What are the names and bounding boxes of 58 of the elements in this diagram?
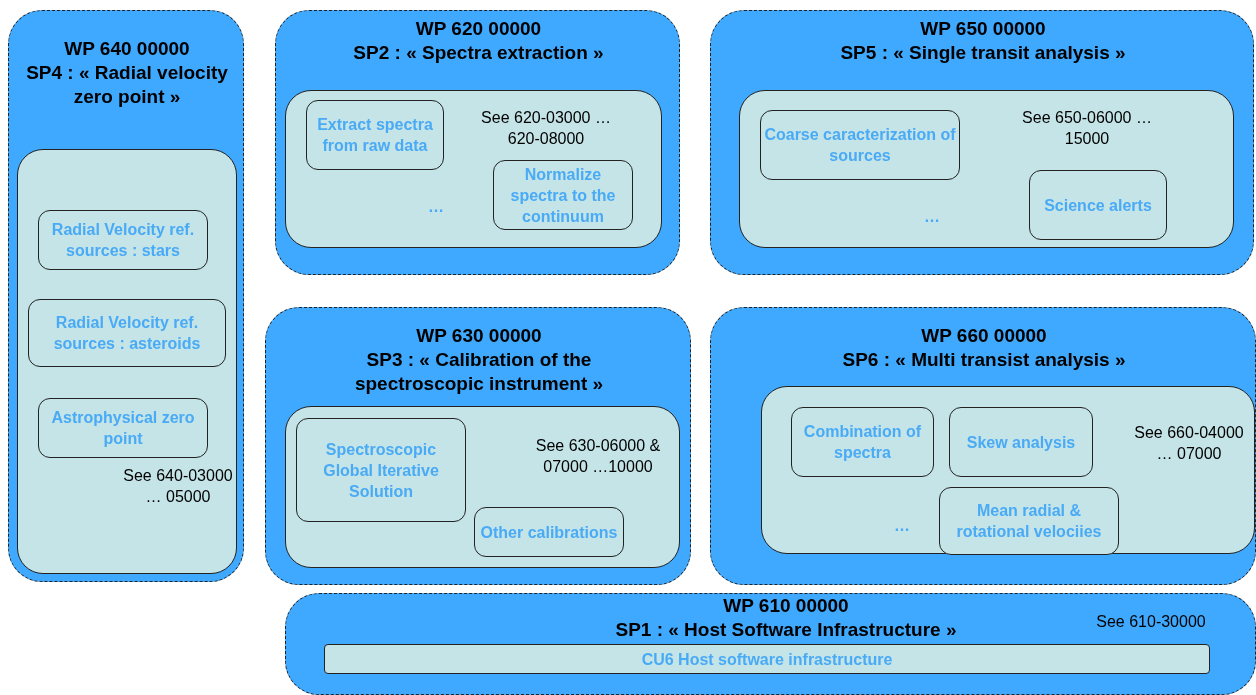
task-box	[296, 418, 466, 522]
reference-note: See 640-03000 … 05000	[123, 466, 233, 507]
task-label: Radial Velocity ref. sources : asteroids	[52, 313, 202, 354]
heading-text: SP3 : « Calibration of the spectroscopic instrument »	[353, 348, 605, 396]
task-panel	[739, 90, 1234, 248]
heading-text: WP 620 00000	[414, 17, 543, 41]
reference-note: See 630-06000 & 07000 …10000	[534, 436, 662, 477]
task-label: Radial Velocity ref. sources : stars	[50, 220, 196, 261]
task-label: Science alerts	[1043, 195, 1153, 216]
heading-text: SP1 : « Host Software Infrastructure »	[614, 618, 958, 642]
task-box	[791, 407, 934, 477]
heading-text: WP 610 00000	[722, 594, 850, 618]
heading-text: WP 650 00000	[919, 17, 1047, 41]
heading-text: SP6 : « Multi transist analysis »	[841, 348, 1127, 372]
heading-text: SP2 : « Spectra extraction »	[352, 41, 605, 65]
work-package-box	[710, 307, 1256, 585]
reference-note: See 660-04000 … 07000	[1134, 423, 1244, 464]
work-package-box	[265, 307, 691, 585]
task-panel	[761, 386, 1255, 554]
heading-text: SP5 : « Single transit analysis »	[839, 41, 1127, 65]
work-package-box	[275, 10, 680, 275]
ellipsis-text: …	[893, 516, 911, 536]
work-package-box	[8, 10, 244, 582]
task-panel	[285, 406, 680, 568]
task-label: Extract spectra from raw data	[316, 115, 434, 156]
task-box	[1029, 170, 1167, 240]
work-package-box	[285, 593, 1256, 695]
task-box	[939, 487, 1119, 555]
task-bar	[324, 644, 1210, 674]
reference-note: See 650-06000 … 15000	[1021, 108, 1153, 149]
reference-note: See 610-30000	[1095, 612, 1207, 632]
task-box	[949, 407, 1093, 477]
task-box	[493, 160, 633, 230]
task-box	[306, 100, 444, 170]
heading-text: SP4 : « Radial velocity zero point »	[25, 61, 229, 109]
task-panel	[17, 149, 237, 574]
task-label: CU6 Host software infrastructure	[640, 649, 894, 670]
heading-text: WP 660 00000	[920, 324, 1048, 348]
task-box	[28, 299, 226, 367]
reference-note: See 620-03000 … 620-08000	[480, 108, 612, 149]
task-label: Astrophysical zero point	[50, 408, 196, 449]
task-label: Mean radial & rotational velociies	[955, 501, 1103, 542]
task-panel	[285, 90, 662, 248]
task-label: Combination of spectra	[802, 422, 923, 463]
task-box	[38, 210, 208, 270]
ellipsis-text: …	[427, 197, 445, 217]
task-box	[38, 398, 208, 458]
task-box	[474, 507, 624, 557]
task-label: Spectroscopic Global Iterative Solution	[322, 439, 440, 502]
heading-text: WP 640 00000	[63, 37, 191, 61]
task-label: Skew analysis	[965, 432, 1077, 453]
task-box	[760, 110, 960, 180]
work-package-box	[710, 10, 1254, 275]
heading-text: WP 630 00000	[415, 324, 543, 348]
task-label: Normalize spectra to the continuum	[509, 164, 617, 227]
ellipsis-text: …	[923, 207, 941, 227]
task-label: Other calibrations	[479, 522, 619, 543]
task-label: Coarse caracterization of sources	[763, 125, 957, 166]
